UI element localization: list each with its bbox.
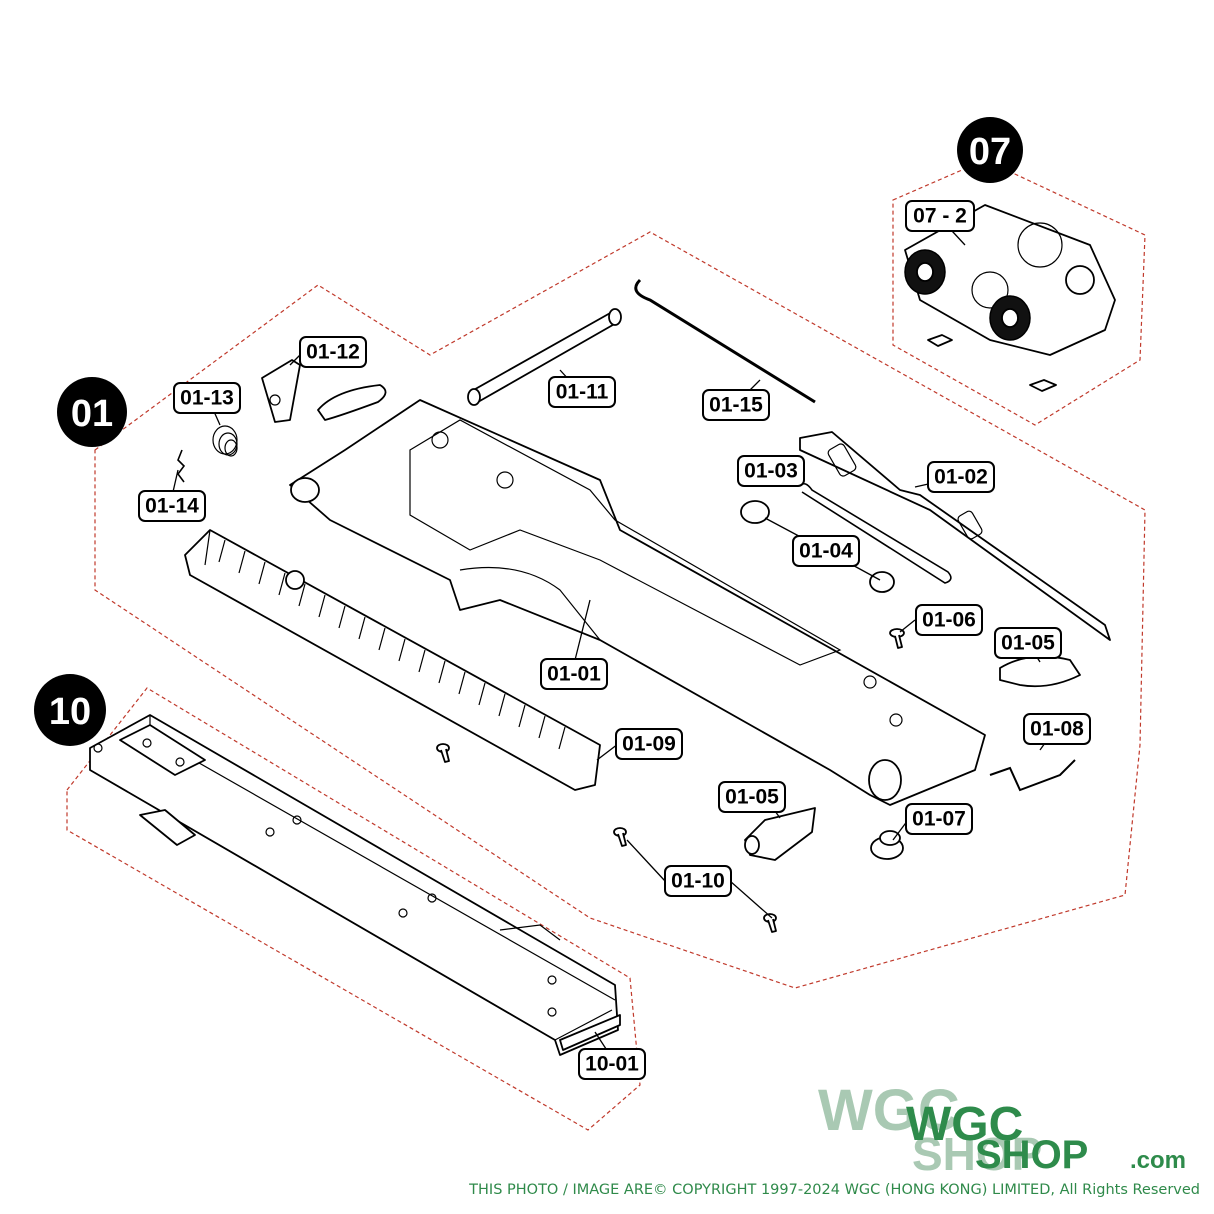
svg-text:01-10: 01-10 [671,870,725,893]
part-label-01-15: 01-15 [702,389,770,421]
group-badge-10: 10 [34,674,106,746]
part-label-01-01: 01-01 [540,658,608,690]
bushing-01-07 [870,830,904,860]
part-label-01-08: 01-08 [1023,713,1091,745]
part-label-07-2: 07 - 2 [905,200,975,232]
part-label-10-01: 10-01 [578,1048,646,1080]
svg-text:01-05: 01-05 [725,786,779,809]
catch-01-05-lower [744,807,816,861]
svg-text:01-07: 01-07 [912,808,966,831]
spring-01-03 [799,482,952,584]
spring-01-13 [212,425,238,457]
part-label-01-05-upper: 01-05 [994,627,1062,659]
svg-text:01-15: 01-15 [709,394,763,417]
svg-text:.com: .com [1130,1147,1186,1174]
part-label-01-03: 01-03 [737,455,805,487]
mount-10 [89,714,621,1056]
part-label-01-13: 01-13 [173,382,241,414]
group-label-07: 07 [969,131,1011,173]
svg-text:01-02: 01-02 [934,466,988,489]
svg-text:01-04: 01-04 [799,540,853,563]
part-label-01-05-lower: 01-05 [718,781,786,813]
plunger-01-04 [740,500,895,593]
group-badge-01: 01 [57,377,127,447]
receiver-01-01 [289,399,986,806]
plate-01-02 [799,431,1111,641]
screw-01-06 [889,628,905,649]
svg-text:07 - 2: 07 - 2 [913,205,967,228]
svg-text:WGC: WGC [906,1098,1023,1151]
brand-watermark-logo: WGC SHOP WGC SHOP .com [818,1078,1186,1180]
svg-text:01-03: 01-03 [744,460,798,483]
svg-text:01-05: 01-05 [1001,632,1055,655]
svg-text:01-13: 01-13 [180,387,234,410]
svg-text:01-11: 01-11 [556,381,609,404]
part-label-01-02: 01-02 [927,461,995,493]
svg-text:10-01: 10-01 [585,1053,639,1076]
group-badge-07: 07 [957,117,1023,183]
part-label-01-10: 01-10 [664,865,732,897]
group-10-boundary [66,687,641,1131]
svg-text:SHOP: SHOP [975,1133,1088,1177]
bracket-01-12 [261,359,387,423]
spring-01-14 [177,449,186,483]
group-label-10: 10 [49,691,91,733]
part-label-01-11: 01-11 [548,376,616,408]
svg-text:01-14: 01-14 [145,495,199,518]
part-label-01-04: 01-04 [792,535,860,567]
svg-text:01-09: 01-09 [622,733,676,756]
svg-text:01-01: 01-01 [547,663,601,686]
catch-01-05 [999,655,1081,688]
svg-text:WGC: WGC [818,1078,960,1143]
rail-01-09 [184,529,601,791]
part-label-01-07: 01-07 [905,803,973,835]
svg-text:01-08: 01-08 [1030,718,1084,741]
screws-01-10 [436,743,777,933]
group-07-assembly [904,204,1116,392]
svg-text:01-12: 01-12 [306,341,360,364]
group-label-01: 01 [71,393,113,435]
pin-01-11 [467,308,622,406]
rod-01-15 [634,278,816,404]
svg-text:SHOP: SHOP [912,1128,1042,1180]
part-label-01-12: 01-12 [299,336,367,368]
part-label-01-14: 01-14 [138,490,206,522]
part-label-01-09: 01-09 [615,728,683,760]
group-01-boundary [94,231,1146,989]
spring-clip-01-08 [989,759,1076,792]
part-label-01-06: 01-06 [915,604,983,636]
svg-text:01-06: 01-06 [922,609,976,632]
copyright-notice: THIS PHOTO / IMAGE ARE© COPYRIGHT 1997-2… [469,1182,1200,1198]
